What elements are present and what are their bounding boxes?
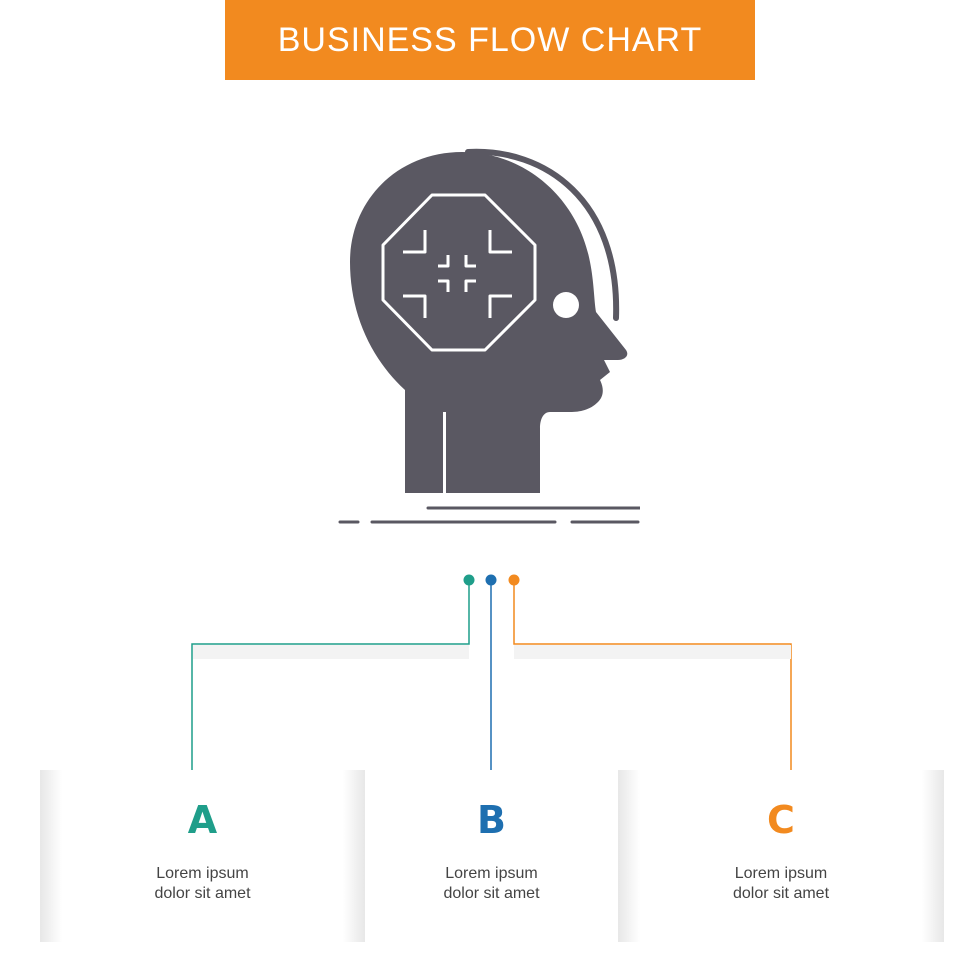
step-card-c: C Lorem ipsum dolor sit amet (618, 770, 944, 942)
connector-dot-c (508, 574, 520, 586)
step-text-line2: dolor sit amet (154, 885, 251, 902)
step-letter: B (477, 798, 506, 842)
head-circuit-icon (338, 148, 640, 524)
step-text-line1: Lorem ipsum (156, 865, 249, 882)
step-description: Lorem ipsum dolor sit amet (365, 864, 618, 904)
step-text-line1: Lorem ipsum (445, 865, 538, 882)
connector-lines (191, 574, 792, 780)
chart-title: BUSINESS FLOW CHART (277, 20, 703, 59)
step-letter: C (767, 798, 795, 842)
connector-dot-a (463, 574, 475, 586)
step-description: Lorem ipsum dolor sit amet (618, 864, 944, 904)
connector-a (191, 585, 470, 780)
step-card-b: B Lorem ipsum dolor sit amet (365, 770, 618, 942)
step-text-line2: dolor sit amet (732, 885, 830, 902)
step-text-line1: Lorem ipsum (734, 865, 828, 882)
step-card-a: A Lorem ipsum dolor sit amet (40, 770, 365, 942)
connector-c (513, 585, 792, 780)
step-text-line2: dolor sit amet (443, 885, 540, 902)
title-banner: BUSINESS FLOW CHART (225, 0, 755, 80)
step-description: Lorem ipsum dolor sit amet (40, 864, 365, 904)
connector-dot-b (485, 574, 497, 586)
step-letter: A (187, 798, 218, 842)
